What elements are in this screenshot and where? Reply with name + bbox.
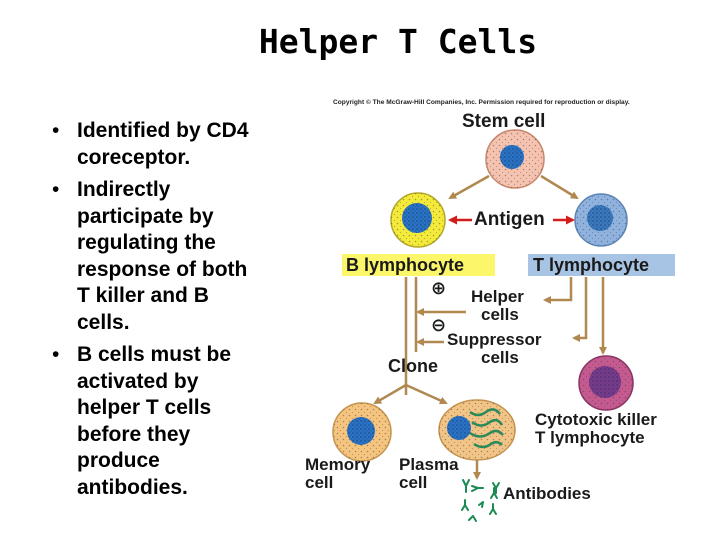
helper-cells-label-line1: Helper	[471, 287, 524, 306]
clone-label: Clone	[388, 356, 439, 376]
memory-cell-label-line2: cell	[305, 473, 334, 492]
stem-to-b-arrow	[448, 174, 490, 200]
antigen-label: Antigen	[474, 209, 545, 230]
bullet-item: Identified by CD4 coreceptor.	[52, 118, 262, 171]
t-lymphocyte-label: T lymphocyte	[533, 255, 650, 275]
bullet-item: B cells must be activated by helper T ce…	[52, 342, 262, 501]
plasma-cell-label-line1: Plasma	[399, 455, 459, 474]
minus-icon: ⊖	[431, 315, 447, 336]
t-cell	[574, 193, 628, 247]
slide-title: Helper T Cells	[258, 22, 538, 61]
bullet-list: Identified by CD4 coreceptor. Indirectly…	[52, 118, 262, 507]
cytotoxic-label-line1: Cytotoxic killer	[535, 410, 657, 429]
suppressor-cells-label-line2: cells	[481, 348, 519, 367]
b-lymphocyte-label: B lymphocyte	[346, 255, 465, 275]
stem-to-t-arrow	[540, 174, 579, 200]
suppressor-cells-label-line1: Suppressor	[447, 330, 542, 349]
helper-cells-label-line2: cells	[481, 305, 519, 324]
bullet-item: Indirectly participate by regulating the…	[52, 177, 262, 336]
clone-to-plasma-arrow	[405, 383, 448, 405]
clone-to-memory-arrow	[373, 383, 407, 405]
plus-icon: ⊕	[431, 278, 447, 299]
antibodies-label: Antibodies	[503, 484, 591, 503]
plasma-cell	[438, 399, 516, 461]
stem-cell	[485, 129, 545, 189]
t-lymphocyte-highlight	[528, 254, 675, 276]
copyright-notice: Copyright © The McGraw-Hill Companies, I…	[333, 99, 630, 106]
memory-cell-label-line1: Memory	[305, 455, 371, 474]
memory-cell	[332, 402, 392, 462]
t-to-suppressor-line	[572, 277, 588, 342]
b-cell	[390, 192, 446, 248]
cytotoxic-cell	[578, 355, 634, 411]
antibodies-icon	[461, 479, 500, 522]
cytotoxic-label-line2: T lymphocyte	[535, 428, 645, 447]
plasma-cell-label-line2: cell	[399, 473, 428, 492]
stem-cell-label: Stem cell	[462, 111, 546, 132]
lymphocyte-diagram	[332, 129, 675, 522]
b-lymphocyte-highlight	[342, 254, 495, 276]
t-to-helper-line	[543, 277, 573, 304]
